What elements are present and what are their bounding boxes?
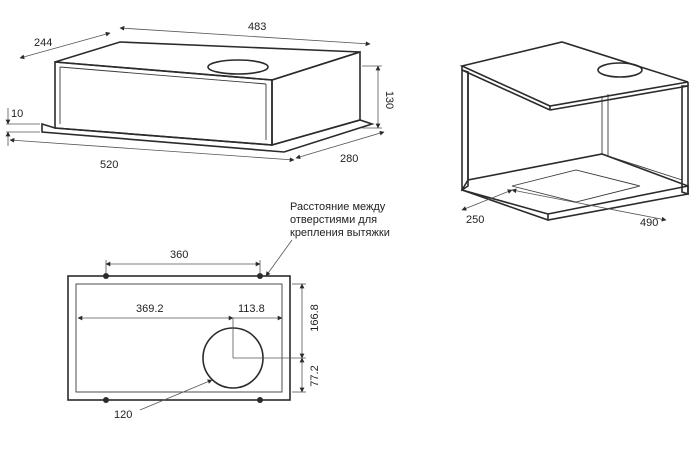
dim-250: 250: [466, 214, 484, 226]
dim-130: 130: [383, 91, 395, 109]
mounting-hole-top-left: [103, 273, 109, 279]
cabinet-top-panel: [459, 41, 689, 107]
cabinet-left-panel: [461, 68, 469, 192]
hood-flange: [41, 119, 375, 153]
cabinet-right-panel: [681, 85, 689, 196]
cabinet-isometric-view: 250 490: [459, 41, 689, 229]
hood-bottom-inner: [75, 283, 283, 393]
mounting-note-line-3: крепления вытяжки: [290, 227, 390, 239]
dim-166-8: 166.8: [309, 304, 321, 332]
mounting-note-line-1: Расстояние между: [290, 201, 386, 213]
dim-120: 120: [114, 409, 132, 421]
dim-490: 490: [640, 217, 658, 229]
hood-right-face: [271, 50, 361, 147]
duct-outlet-top: [207, 59, 269, 75]
dim-77-2: 77.2: [309, 365, 321, 386]
cabinet-top-hole: [597, 62, 643, 78]
dim-360: 360: [170, 249, 188, 261]
hood-bottom-outline: [67, 275, 291, 401]
dim-483: 483: [248, 21, 266, 33]
dim-244: 244: [34, 37, 52, 49]
hood-isometric-view: 244 483 130 10 520 280: [5, 21, 395, 171]
dim-369-2: 369.2: [136, 303, 164, 315]
mounting-bottom-view: Расстояние между отверстиями для креплен…: [67, 201, 390, 421]
cabinet-bottom-panel: [460, 153, 689, 221]
mounting-hole-bottom-right: [257, 397, 263, 403]
dim-113-8: 113.8: [238, 303, 265, 315]
dim-280: 280: [340, 153, 358, 165]
mounting-hole-bottom-left: [103, 397, 109, 403]
dim-10: 10: [11, 108, 23, 120]
dim-520: 520: [100, 159, 118, 171]
cabinet-bottom-opening: [511, 169, 641, 203]
mounting-note-line-2: отверстиями для: [290, 214, 377, 226]
mounting-hole-top-right: [257, 273, 263, 279]
